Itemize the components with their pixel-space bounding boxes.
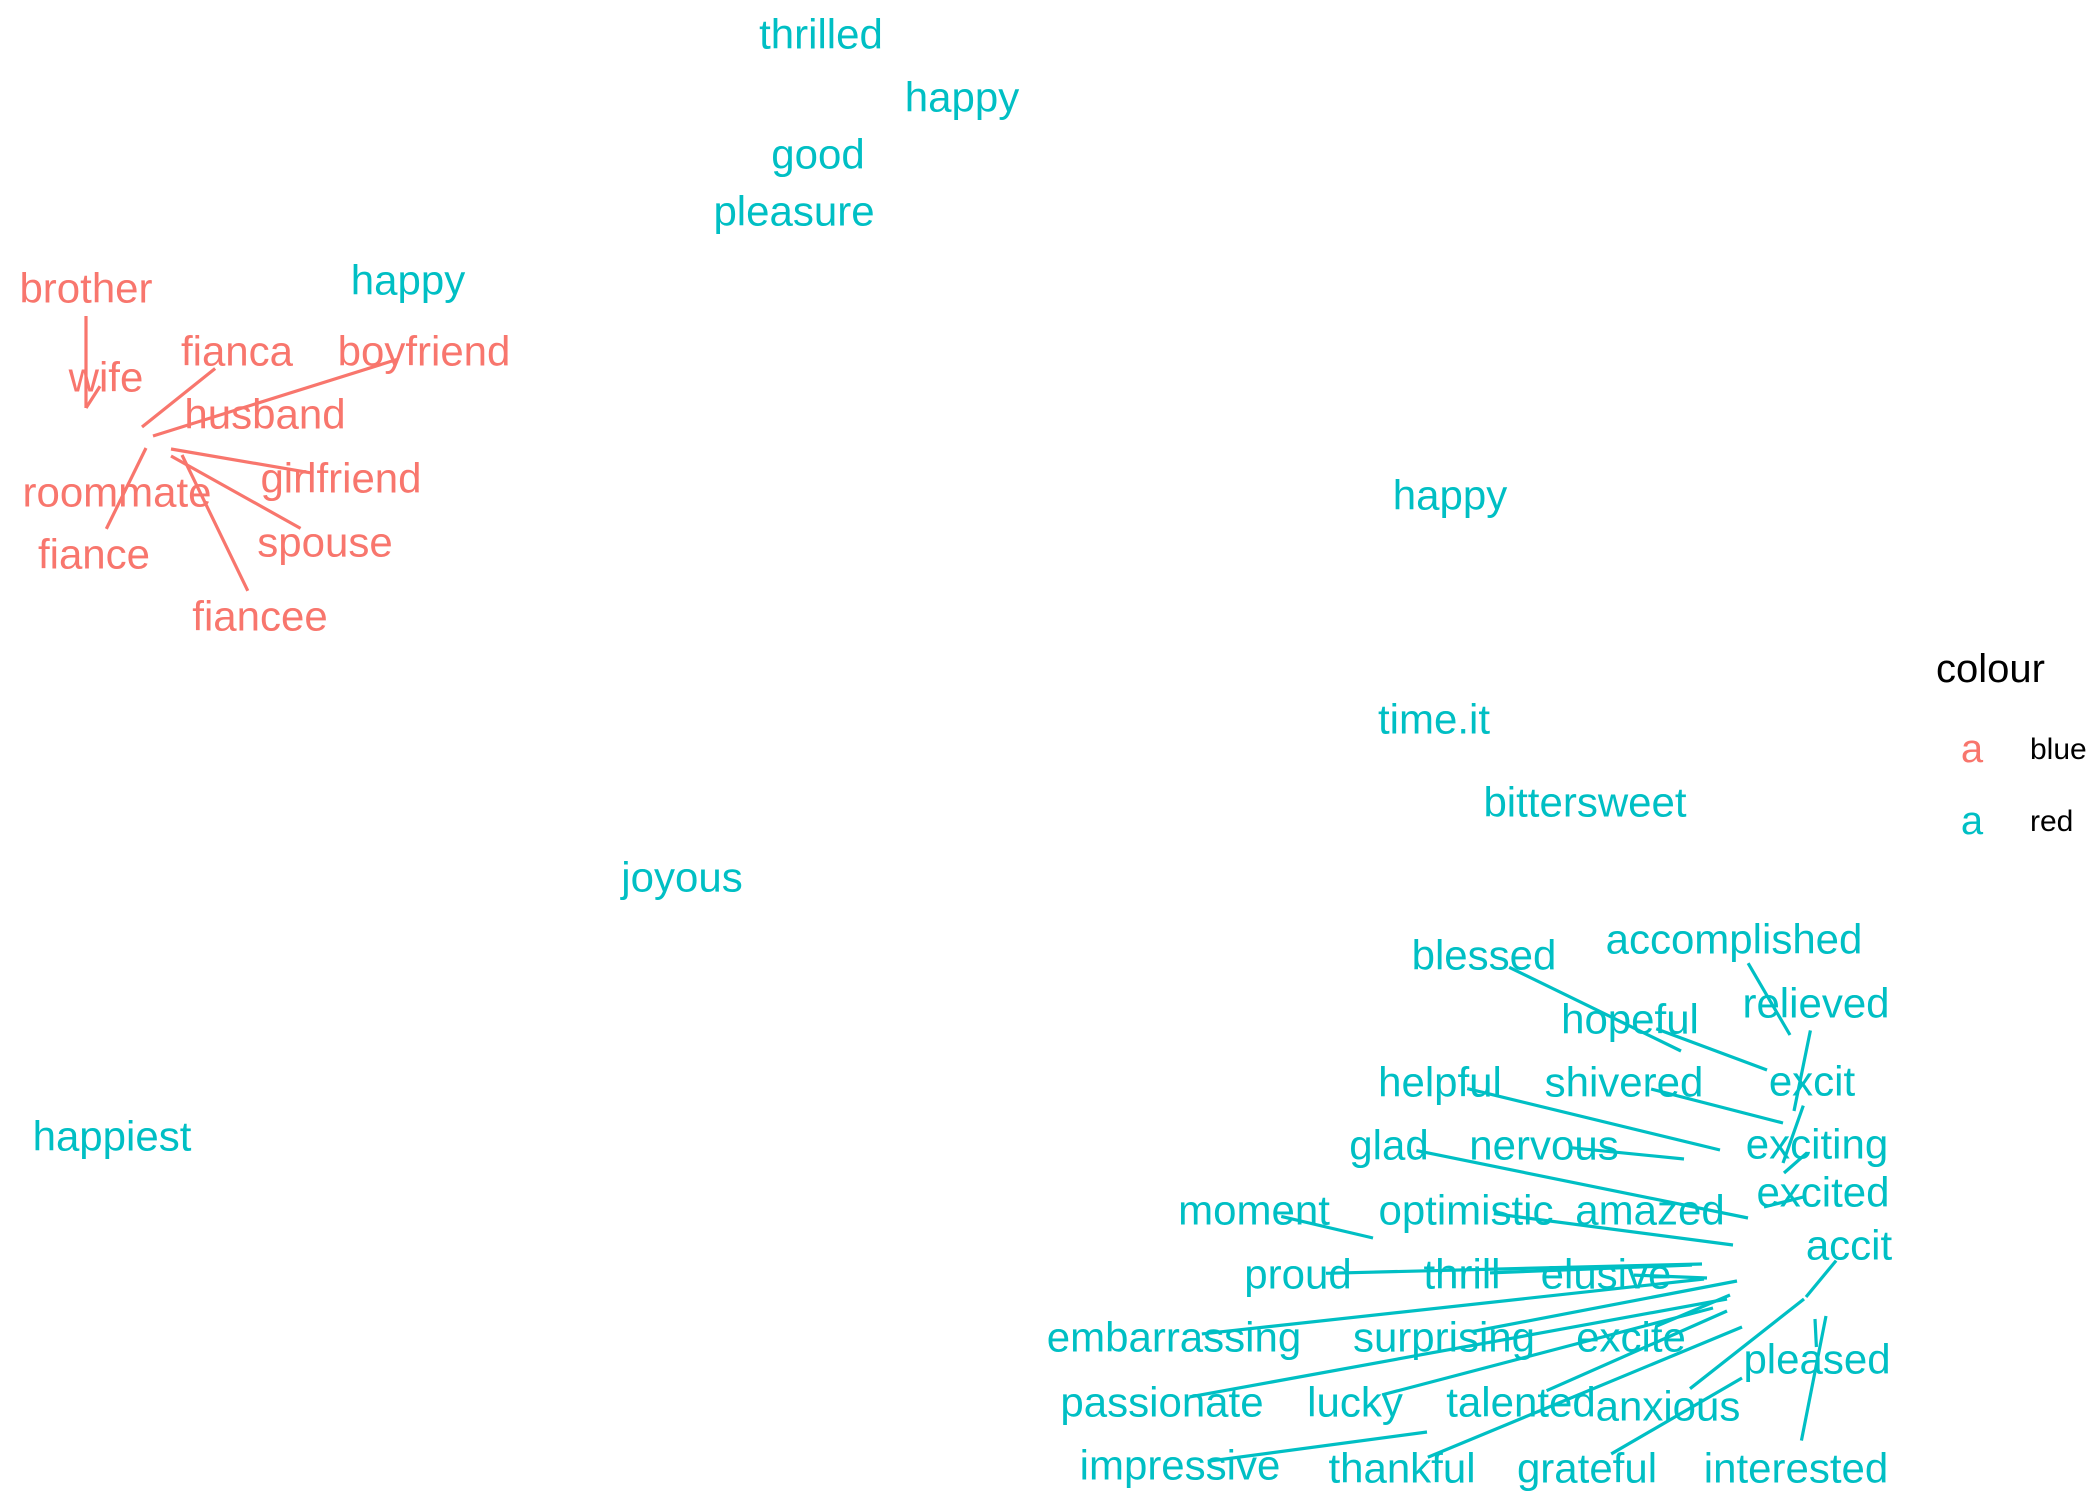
word-label-nervous: nervous xyxy=(1469,1122,1618,1169)
word-label-good: good xyxy=(771,131,864,178)
repel-segment xyxy=(1416,1149,1749,1220)
word-label-moment: moment xyxy=(1178,1187,1330,1234)
repel-segment xyxy=(141,367,217,429)
word-label-excit: excit xyxy=(1769,1058,1856,1105)
word-label-accomplished: accomplished xyxy=(1606,916,1863,963)
repel-segment xyxy=(1781,1105,1805,1164)
repel-segment xyxy=(180,454,250,592)
repel-segment xyxy=(1571,1146,1685,1161)
repel-segment xyxy=(1746,962,1792,1036)
word-label-brother: brother xyxy=(19,265,152,312)
repel-segment xyxy=(1763,1194,1806,1209)
word-label-pleasure: pleasure xyxy=(713,188,874,235)
repel-segment xyxy=(1813,1318,1818,1348)
word-label-excited: excited xyxy=(1756,1169,1889,1216)
word-labels: brother wife fianca boyfriend husband roommat… xyxy=(19,11,1892,1492)
legend-entry-blue: a blue xyxy=(1961,727,2087,771)
repel-segment xyxy=(170,447,314,475)
word-label-interested: interested xyxy=(1704,1445,1888,1492)
word-label-lucky: lucky xyxy=(1307,1379,1403,1426)
word-label-happy: happy xyxy=(1393,472,1507,519)
word-label-glad: glad xyxy=(1349,1122,1428,1169)
word-label-hopeful: hopeful xyxy=(1561,996,1699,1043)
word-label-accit: accit xyxy=(1806,1222,1893,1269)
word-label-grateful: grateful xyxy=(1517,1445,1657,1492)
repel-segment xyxy=(1207,1430,1428,1463)
repel-segment xyxy=(170,454,302,530)
legend-title: colour xyxy=(1936,647,2045,691)
word-label-spouse: spouse xyxy=(257,519,392,566)
word-label-anxious: anxious xyxy=(1596,1383,1741,1430)
word-label-thankful: thankful xyxy=(1328,1445,1475,1492)
legend-entry-red: a red xyxy=(1961,799,2073,843)
word-label-bittersweet: bittersweet xyxy=(1483,779,1686,826)
repel-segment xyxy=(1466,1087,1721,1152)
word-label-relieved: relieved xyxy=(1742,980,1889,1027)
word-label-exciting: exciting xyxy=(1746,1121,1888,1168)
legend-label-red: red xyxy=(2030,805,2073,838)
word-label-excite: excite xyxy=(1576,1314,1686,1361)
word-label-joyous: joyous xyxy=(619,854,742,901)
word-label-pleased: pleased xyxy=(1743,1336,1890,1383)
word-label-thrilled: thrilled xyxy=(759,11,883,58)
word-label-husband: husband xyxy=(184,391,345,438)
word-label-roommate: roommate xyxy=(22,469,211,516)
word-label-blessed: blessed xyxy=(1412,932,1557,979)
repel-segment xyxy=(1493,1212,1734,1247)
word-label-time-it: time.it xyxy=(1378,696,1490,743)
repel-segment xyxy=(84,385,102,409)
repel-segment xyxy=(1799,1315,1828,1441)
repel-segment xyxy=(1189,1297,1728,1399)
repel-segments xyxy=(84,316,1838,1463)
word-label-optimistic: optimistic xyxy=(1378,1187,1553,1234)
repel-segment xyxy=(1489,1263,1693,1275)
word-label-girlfriend: girlfriend xyxy=(260,455,421,502)
repel-segment xyxy=(1689,1297,1805,1390)
word-label-happy: happy xyxy=(905,74,1019,121)
word-label-surprising: surprising xyxy=(1353,1314,1535,1361)
word-label-thrill: thrill xyxy=(1423,1251,1500,1298)
legend-key-red: a xyxy=(1961,799,1984,843)
repel-segment xyxy=(1201,1277,1705,1336)
word-label-boyfriend: boyfriend xyxy=(338,328,511,375)
repel-segment xyxy=(1792,1030,1812,1112)
word-label-helpful: helpful xyxy=(1378,1059,1502,1106)
legend-key-blue: a xyxy=(1961,727,1984,771)
repel-segment xyxy=(1545,1309,1728,1393)
word-label-wife: wife xyxy=(68,354,144,401)
repel-segment xyxy=(104,447,148,530)
repel-segment xyxy=(1381,1306,1714,1397)
word-label-impressive: impressive xyxy=(1080,1442,1281,1489)
repel-segment xyxy=(1427,1325,1743,1459)
word-label-happy: happy xyxy=(351,257,465,304)
word-label-fiance: fiance xyxy=(38,531,150,578)
repel-segment xyxy=(1471,1279,1738,1334)
word-label-talented: talented xyxy=(1446,1379,1595,1426)
word-label-embarrassing: embarrassing xyxy=(1047,1314,1301,1361)
repel-segment xyxy=(1508,965,1682,1053)
word-label-proud: proud xyxy=(1244,1251,1351,1298)
legend: colour a blue a red xyxy=(1936,647,2087,843)
word-label-fianca: fianca xyxy=(181,328,294,375)
repel-segment xyxy=(152,357,398,438)
legend-label-blue: blue xyxy=(2030,733,2087,766)
word-label-elusive: elusive xyxy=(1541,1251,1672,1298)
word-label-fiancee: fiancee xyxy=(192,593,327,640)
word-label-happiest: happiest xyxy=(33,1113,192,1160)
repel-segment xyxy=(1650,1087,1784,1125)
repel-segment xyxy=(1655,1027,1768,1072)
word-label-amazed: amazed xyxy=(1575,1187,1724,1234)
repel-segment xyxy=(1280,1214,1374,1240)
word-label-shivered: shivered xyxy=(1545,1059,1704,1106)
repel-segment xyxy=(1782,1151,1809,1175)
word-label-passionate: passionate xyxy=(1060,1379,1263,1426)
repel-segment xyxy=(1804,1259,1838,1299)
repel-segment xyxy=(1633,1273,1708,1280)
repel-segment xyxy=(1610,1376,1743,1456)
